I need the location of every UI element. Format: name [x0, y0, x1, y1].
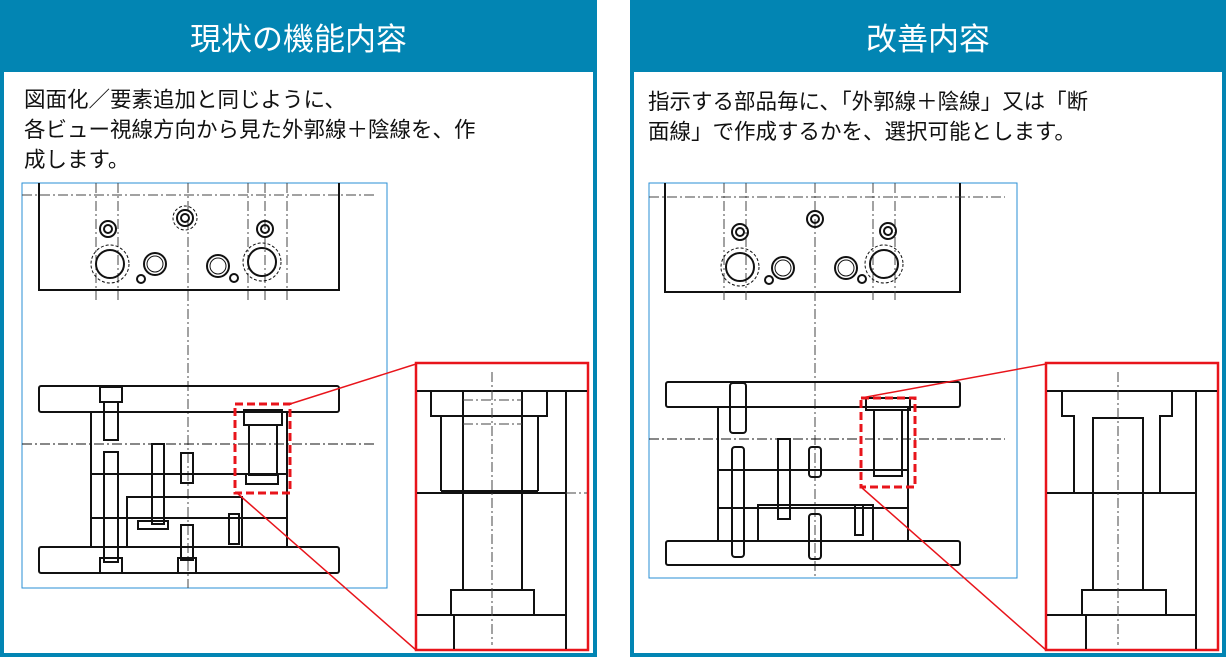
- zoom-detail: [1044, 361, 1220, 652]
- top-view: [649, 183, 1005, 578]
- zoom-detail: [414, 361, 590, 652]
- panel-description: 図面化／要素追加と同じように、 各ビュー視線方向から見た外郭線＋陰線を、作 成し…: [24, 88, 476, 173]
- front-view: [22, 385, 375, 574]
- left-mold-drawing: [21, 182, 590, 652]
- highlight-box: [859, 396, 917, 489]
- right-mold-drawing: [648, 182, 1220, 652]
- panel-description: 指示する部品毎に、「外郭線＋陰線」又は「断 面線」で作成するかを、選択可能としま…: [648, 90, 1089, 145]
- highlight-box: [233, 402, 292, 495]
- panel-title: 改善内容: [634, 0, 1222, 72]
- front-view: [649, 381, 1005, 566]
- panel-title: 現状の機能内容: [4, 0, 593, 72]
